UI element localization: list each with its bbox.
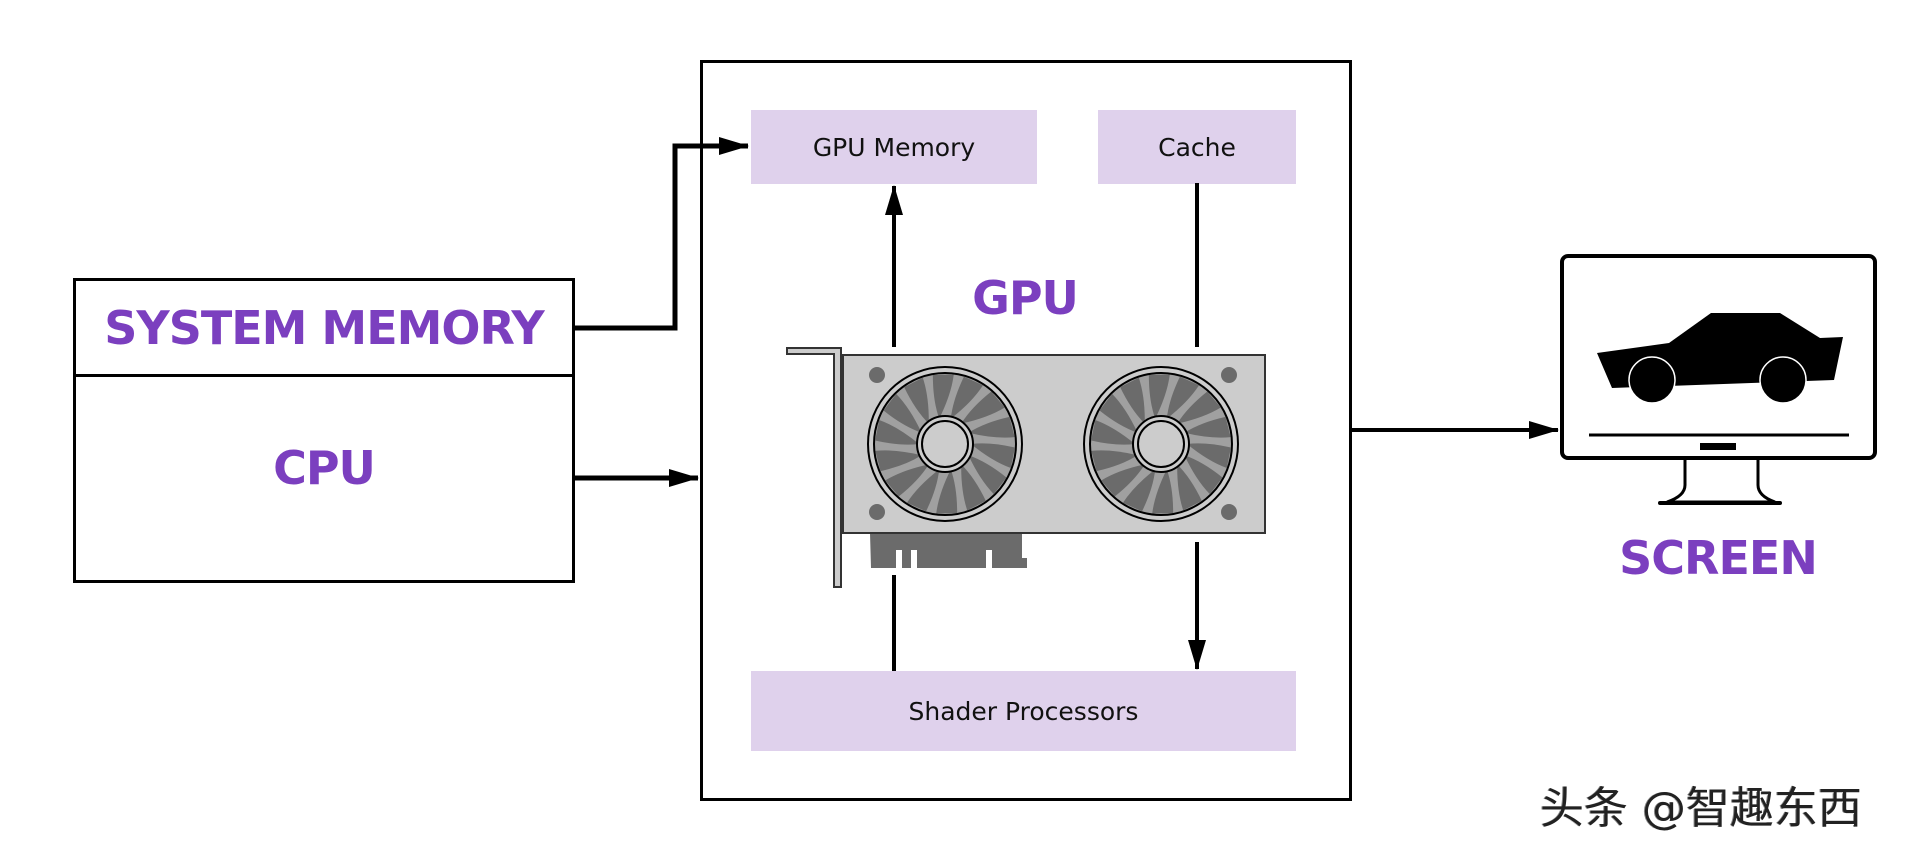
cpu-block-divider (73, 374, 575, 377)
fan-blade (883, 393, 922, 433)
fan-blade (904, 377, 929, 424)
gpu-title: GPU (972, 271, 1079, 325)
cache-box: Cache (1098, 110, 1296, 184)
fan-blade (875, 419, 919, 445)
fan-blade (1099, 393, 1138, 433)
fan-blade (961, 464, 986, 511)
watermark: 头条 @智趣东西 (1540, 783, 1862, 834)
screen-label: SCREEN (1619, 531, 1818, 585)
gpu-memory-box: GPU Memory (751, 110, 1037, 184)
fan-icon (867, 366, 1023, 522)
shader-processors-label: Shader Processors (908, 696, 1139, 726)
fan-blade (1120, 377, 1145, 424)
fan-blade (1122, 469, 1156, 512)
fan-blade (875, 450, 922, 472)
fan-blade (950, 376, 984, 419)
cpu-block (73, 278, 575, 583)
fan-blade (1152, 469, 1174, 514)
cpu-label: CPU (273, 441, 376, 495)
fan-blade (1166, 376, 1200, 419)
cache-label: Cache (1158, 132, 1236, 162)
fan-blade (932, 374, 954, 419)
fan-blade (1091, 450, 1138, 472)
fan-icon (1083, 366, 1239, 522)
fan-blade (1091, 419, 1135, 445)
fan-blade (1187, 443, 1231, 469)
gpu-block (700, 60, 1352, 801)
fan-blade (968, 455, 1007, 495)
fan-blade (885, 464, 929, 497)
fan-blade (1101, 464, 1145, 497)
fan-blade (1177, 391, 1221, 424)
system-memory-label: SYSTEM MEMORY (104, 301, 544, 355)
shader-processors-box: Shader Processors (751, 671, 1296, 751)
fan-blade (936, 469, 958, 514)
fan-blade (1184, 455, 1223, 495)
gpu-memory-label: GPU Memory (812, 132, 976, 162)
car-icon (1597, 313, 1843, 404)
fan-blade (1148, 374, 1170, 419)
fan-blade (1184, 416, 1231, 438)
fan-blade (968, 416, 1015, 438)
fan-blade (961, 391, 1005, 424)
fan-blade (971, 443, 1015, 469)
fan-blade (906, 469, 940, 512)
fan-blade (1177, 464, 1202, 511)
arrow-sysmem-to-gpumem (575, 137, 749, 331)
